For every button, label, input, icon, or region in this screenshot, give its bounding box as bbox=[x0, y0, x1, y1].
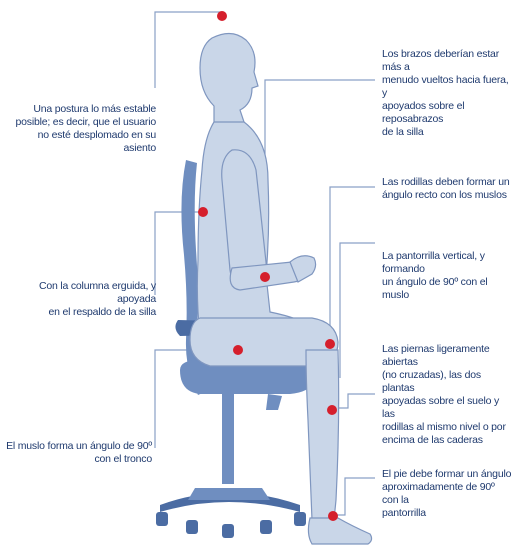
annotation-knees: Las rodillas deben formar un ángulo rect… bbox=[382, 176, 512, 202]
leader-foot bbox=[333, 478, 375, 515]
annotation-posture: Una postura lo más estable posible; es d… bbox=[6, 103, 156, 155]
chair-caster bbox=[186, 520, 198, 534]
red-dot-icon bbox=[198, 207, 208, 217]
red-dot-icon bbox=[233, 345, 243, 355]
chair-caster bbox=[294, 512, 306, 526]
red-dot-icon bbox=[325, 339, 335, 349]
leader-knees bbox=[330, 187, 375, 342]
chair-base-front bbox=[188, 488, 270, 500]
chair-caster bbox=[156, 512, 168, 526]
annotation-thigh: El muslo forma un ángulo de 90º con el t… bbox=[2, 440, 152, 466]
annotation-legs: Las piernas ligeramente abiertas (no cru… bbox=[382, 343, 512, 447]
annotation-arms: Los brazos deberían estar más a menudo v… bbox=[382, 48, 512, 139]
person-foot bbox=[308, 518, 371, 544]
person-head bbox=[200, 33, 258, 124]
red-dot-icon bbox=[328, 511, 338, 521]
seated-person bbox=[190, 33, 372, 544]
chair-caster bbox=[222, 524, 234, 538]
person-lower-leg bbox=[306, 350, 339, 520]
leader-calf bbox=[340, 243, 375, 378]
chair-lever bbox=[266, 394, 282, 410]
annotation-calf: La pantorrilla vertical, y formando un á… bbox=[382, 250, 514, 302]
chair-gas-column bbox=[222, 394, 234, 484]
annotation-column: Con la columna erguida, y apoyada en el … bbox=[2, 280, 156, 319]
red-dot-icon bbox=[327, 405, 337, 415]
leader-arms bbox=[265, 80, 375, 275]
annotation-foot: El pie debe formar un ángulo aproximadam… bbox=[382, 468, 512, 520]
chair-caster bbox=[260, 520, 272, 534]
red-dot-icon bbox=[260, 272, 270, 282]
red-dot-icon bbox=[217, 11, 227, 21]
